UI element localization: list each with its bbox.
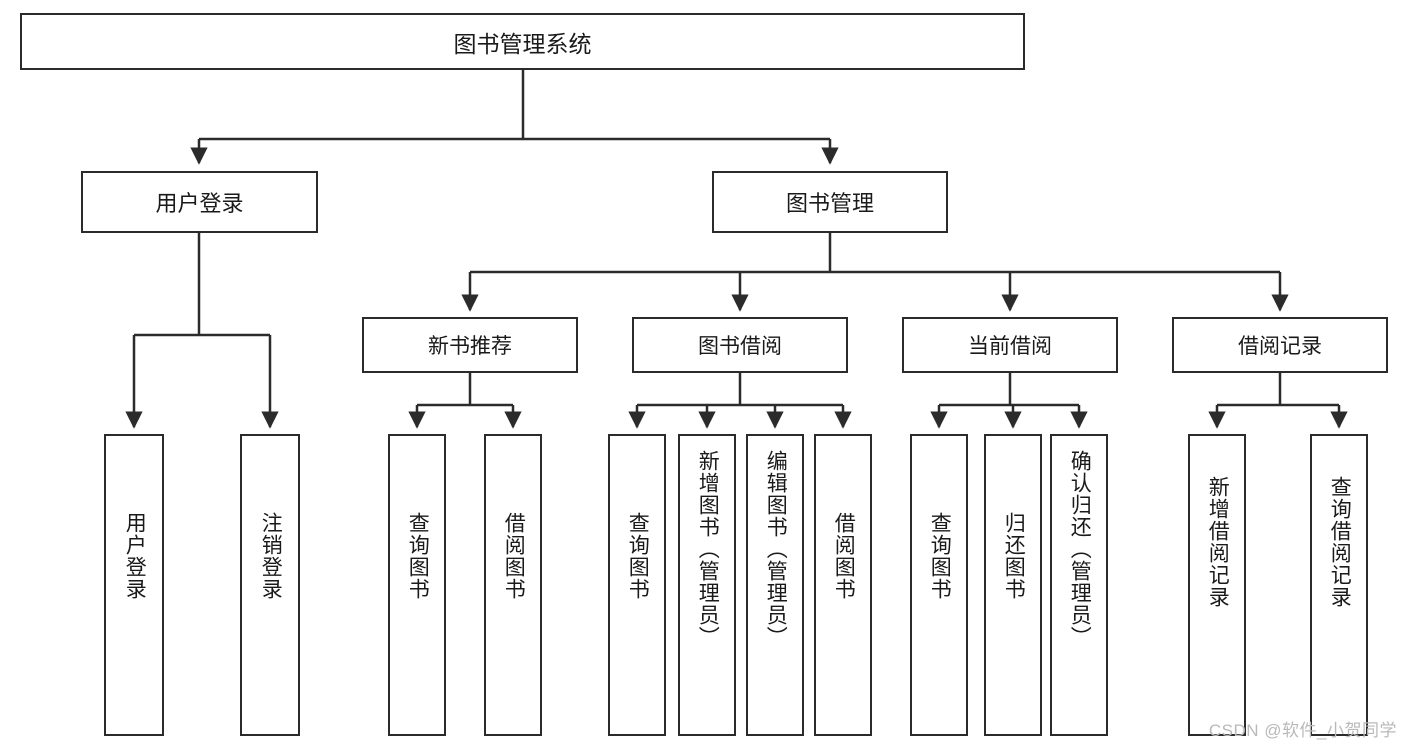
node-book-management[interactable]: 图书管理 [712,171,948,233]
leaf-query-book-current[interactable]: 查询图书 [910,434,968,736]
leaf-label: 新增图书（管理员） [696,450,720,648]
leaf-label: 归还图书 [1002,512,1026,600]
leaf-edit-book-admin[interactable]: 编辑图书（管理员） [746,434,804,736]
leaf-user-login[interactable]: 用户登录 [104,434,164,736]
leaf-query-book-borrow[interactable]: 查询图书 [608,434,666,736]
leaf-add-borrow-record[interactable]: 新增借阅记录 [1188,434,1246,736]
leaf-label: 用户登录 [123,512,147,600]
node-current-borrow[interactable]: 当前借阅 [902,317,1118,373]
leaf-label: 查询图书 [406,512,430,600]
leaf-label: 编辑图书（管理员） [764,450,788,648]
leaf-return-book[interactable]: 归还图书 [984,434,1042,736]
leaf-query-book-recommend[interactable]: 查询图书 [388,434,446,736]
leaf-label: 借阅图书 [832,512,856,600]
node-borrow-record[interactable]: 借阅记录 [1172,317,1388,373]
leaf-label: 查询借阅记录 [1328,476,1352,608]
node-new-book-recommend[interactable]: 新书推荐 [362,317,578,373]
node-root-system[interactable]: 图书管理系统 [20,13,1025,70]
leaf-label: 新增借阅记录 [1206,476,1230,608]
leaf-label: 注销登录 [259,512,283,600]
node-book-borrow[interactable]: 图书借阅 [632,317,848,373]
leaf-label: 查询图书 [928,512,952,600]
leaf-label: 查询图书 [626,512,650,600]
leaf-label: 借阅图书 [502,512,526,600]
leaf-logout[interactable]: 注销登录 [240,434,300,736]
leaf-borrow-book-recommend[interactable]: 借阅图书 [484,434,542,736]
leaf-label: 确认归还（管理员） [1068,450,1092,648]
leaf-borrow-book[interactable]: 借阅图书 [814,434,872,736]
node-user-login[interactable]: 用户登录 [81,171,318,233]
leaf-query-borrow-record[interactable]: 查询借阅记录 [1310,434,1368,736]
leaf-add-book-admin[interactable]: 新增图书（管理员） [678,434,736,736]
watermark-text: CSDN @软件_小贺同学 [1208,721,1397,740]
leaf-confirm-return-admin[interactable]: 确认归还（管理员） [1050,434,1108,736]
